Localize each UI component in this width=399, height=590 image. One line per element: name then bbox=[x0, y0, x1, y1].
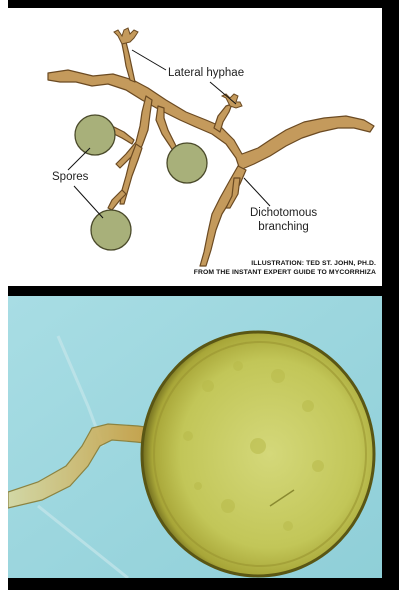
leader-line bbox=[68, 148, 90, 170]
granule bbox=[202, 380, 214, 392]
granule bbox=[283, 521, 293, 531]
granule bbox=[312, 460, 324, 472]
leader-line bbox=[74, 186, 103, 218]
spore-micrograph bbox=[8, 296, 382, 578]
illustration-credit: ILLUSTRATION: TED ST. JOHN, PH.D. FROM T… bbox=[194, 259, 376, 277]
label-spores: Spores bbox=[52, 170, 88, 184]
granule bbox=[194, 482, 202, 490]
leader-line bbox=[244, 178, 270, 206]
leader-line bbox=[132, 50, 166, 70]
spore-circle bbox=[75, 115, 115, 155]
credit-line2: FROM THE INSTANT EXPERT GUIDE TO MYCORRH… bbox=[194, 268, 376, 277]
spore-circle bbox=[167, 143, 207, 183]
granule bbox=[183, 431, 193, 441]
lateral-branch-top bbox=[122, 42, 135, 82]
label-dichotomous-line2: branching bbox=[250, 220, 317, 234]
label-dichotomous-line1: Dichotomous bbox=[250, 206, 317, 220]
spore-circle bbox=[91, 210, 131, 250]
granule bbox=[233, 361, 243, 371]
tip-cluster-top bbox=[114, 28, 138, 44]
granule bbox=[250, 438, 266, 454]
label-lateral-hyphae: Lateral hyphae bbox=[168, 66, 244, 80]
granule bbox=[302, 400, 314, 412]
lateral-branch-right bbox=[214, 104, 232, 132]
granule bbox=[271, 369, 285, 383]
leader-line bbox=[210, 82, 236, 104]
credit-line1: ILLUSTRATION: TED ST. JOHN, PH.D. bbox=[194, 259, 376, 268]
hyphae-diagram bbox=[8, 8, 382, 286]
mycorrhiza-illustration: Lateral hyphae Spores Dichotomous branch… bbox=[8, 8, 382, 286]
label-dichotomous-branching: Dichotomous branching bbox=[250, 206, 317, 234]
micrograph-image bbox=[8, 296, 382, 578]
granule bbox=[221, 499, 235, 513]
